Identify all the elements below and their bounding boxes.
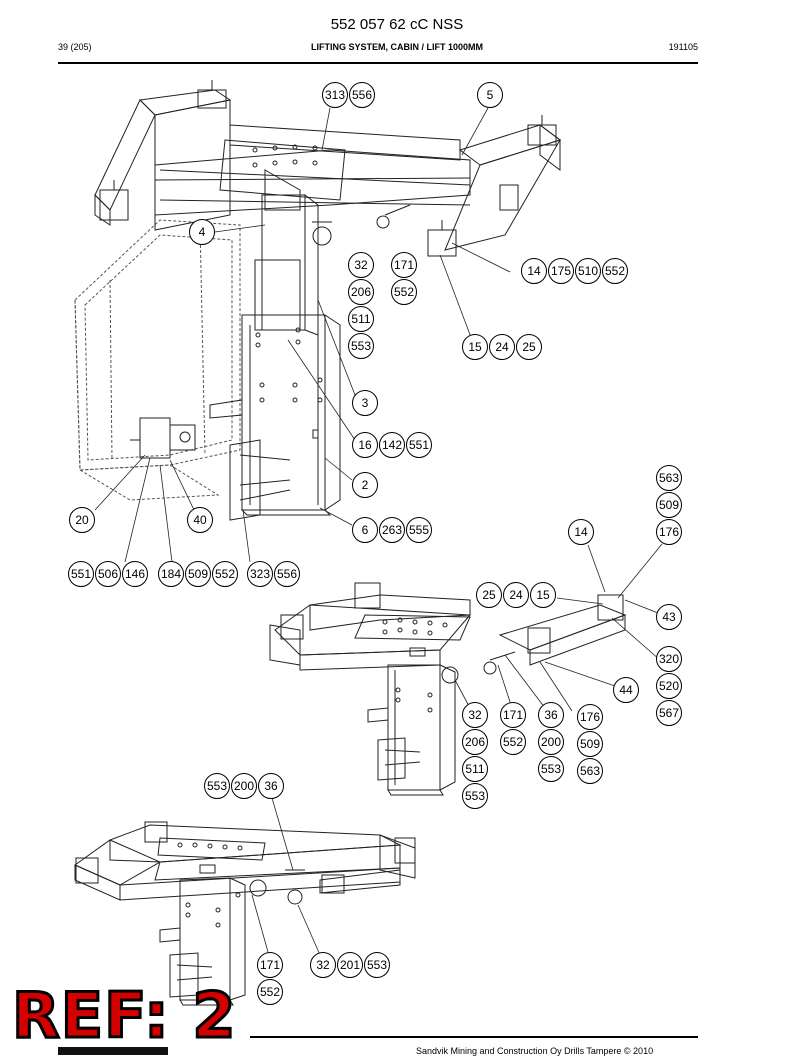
- callout-bubble: 43: [656, 604, 682, 630]
- callout-bubble: 25: [516, 334, 542, 360]
- callout-bubble: 176: [577, 704, 603, 730]
- top-frame-holes: [252, 144, 318, 168]
- footer-copyright: Sandvik Mining and Construction Oy Drill…: [416, 1046, 654, 1056]
- leader-lines-upper: [94, 107, 511, 563]
- corner-mounts: [99, 80, 557, 257]
- callout-bubble: 511: [462, 756, 488, 782]
- callout-bubble: 32: [348, 252, 374, 278]
- callout-bubble: 36: [538, 702, 564, 728]
- callout-bubble: 509: [577, 731, 603, 757]
- lower-assembly-holes: [177, 842, 243, 851]
- header-rule: [58, 62, 698, 64]
- callout-bubble: 201: [337, 952, 363, 978]
- callout-bubble: 20: [69, 507, 95, 533]
- callout-bubble: 5: [477, 82, 503, 108]
- callout-bubble: 184: [158, 561, 184, 587]
- callout-bubble: 200: [231, 773, 257, 799]
- callout-bubble: 36: [258, 773, 284, 799]
- callout-bubble: 146: [122, 561, 148, 587]
- callout-bubble: 200: [538, 729, 564, 755]
- callout-bubble: 553: [538, 756, 564, 782]
- lower-assembly-frame: [73, 821, 416, 901]
- callout-bubble: 14: [568, 519, 594, 545]
- callout-bubble: 556: [274, 561, 300, 587]
- callout-bubble: 563: [577, 758, 603, 784]
- callout-bubble: 176: [656, 519, 682, 545]
- top-lifting-frame: [94, 89, 562, 251]
- callout-bubble: 551: [68, 561, 94, 587]
- callout-bubble: 552: [391, 279, 417, 305]
- callout-bubble: 206: [348, 279, 374, 305]
- callout-bubble: 323: [247, 561, 273, 587]
- callout-bubble: 175: [548, 258, 574, 284]
- callout-bubble: 320: [656, 646, 682, 672]
- valve-block: [130, 417, 196, 459]
- callout-bubble: 563: [656, 465, 682, 491]
- callout-bubble: 32: [310, 952, 336, 978]
- callout-bubble: 553: [348, 333, 374, 359]
- callout-bubble: 3: [352, 390, 378, 416]
- callout-bubble: 14: [521, 258, 547, 284]
- callout-bubble: 4: [189, 219, 215, 245]
- callout-bubble: 44: [613, 677, 639, 703]
- callout-bubble: 552: [257, 979, 283, 1005]
- callout-bubble: 520: [656, 673, 682, 699]
- cabin-frame-outline: [74, 219, 241, 501]
- document-date: 191105: [668, 42, 698, 52]
- callout-bubble: 553: [204, 773, 230, 799]
- callout-bubble: 32: [462, 702, 488, 728]
- callout-bubble: 15: [462, 334, 488, 360]
- callout-bubble: 556: [349, 82, 375, 108]
- callout-bubble: 553: [364, 952, 390, 978]
- lower-lift-column: [159, 869, 305, 1006]
- callout-bubble: 511: [348, 306, 374, 332]
- callout-bubble: 509: [185, 561, 211, 587]
- middle-assembly-frame: [269, 582, 627, 671]
- callout-bubble: 6: [352, 517, 378, 543]
- callout-bubble: 567: [656, 700, 682, 726]
- callout-bubble: 171: [500, 702, 526, 728]
- leader-lines-lower: [251, 797, 321, 956]
- callout-bubble: 313: [322, 82, 348, 108]
- document-title: 552 057 62 cC NSS: [330, 16, 464, 33]
- callout-bubble: 552: [500, 729, 526, 755]
- column-bolts: [255, 327, 323, 439]
- page-number: 39 (205): [58, 42, 92, 52]
- leader-lines-middle: [454, 543, 663, 712]
- callout-bubble: 171: [257, 952, 283, 978]
- callout-bubble: 142: [379, 432, 405, 458]
- callout-bubble: 16: [352, 432, 378, 458]
- callout-bubble: 551: [406, 432, 432, 458]
- callout-bubble: 24: [489, 334, 515, 360]
- ref-stamp: REF: 2: [11, 979, 238, 1052]
- callout-bubble: 206: [462, 729, 488, 755]
- callout-bubble: 509: [656, 492, 682, 518]
- callout-bubble: 24: [503, 582, 529, 608]
- callout-bubble: 40: [187, 507, 213, 533]
- callout-bubble: 171: [391, 252, 417, 278]
- callout-bubble: 506: [95, 561, 121, 587]
- callout-bubble: 263: [379, 517, 405, 543]
- sandvik-logo: [58, 1047, 168, 1055]
- lift-column-upper: [209, 169, 341, 521]
- footer-rule: [250, 1036, 698, 1038]
- middle-lift-column: [367, 651, 516, 796]
- callout-bubble: 552: [602, 258, 628, 284]
- section-title: LIFTING SYSTEM, CABIN / LIFT 1000MM: [310, 42, 483, 52]
- middle-assembly-holes: [382, 617, 448, 636]
- callout-bubble: 510: [575, 258, 601, 284]
- callout-bubble: 25: [476, 582, 502, 608]
- callout-bubble: 2: [352, 472, 378, 498]
- callout-bubble: 555: [406, 517, 432, 543]
- callout-bubble: 15: [530, 582, 556, 608]
- callout-bubble: 553: [462, 783, 488, 809]
- callout-bubble: 552: [212, 561, 238, 587]
- clamps-upper: [312, 204, 411, 246]
